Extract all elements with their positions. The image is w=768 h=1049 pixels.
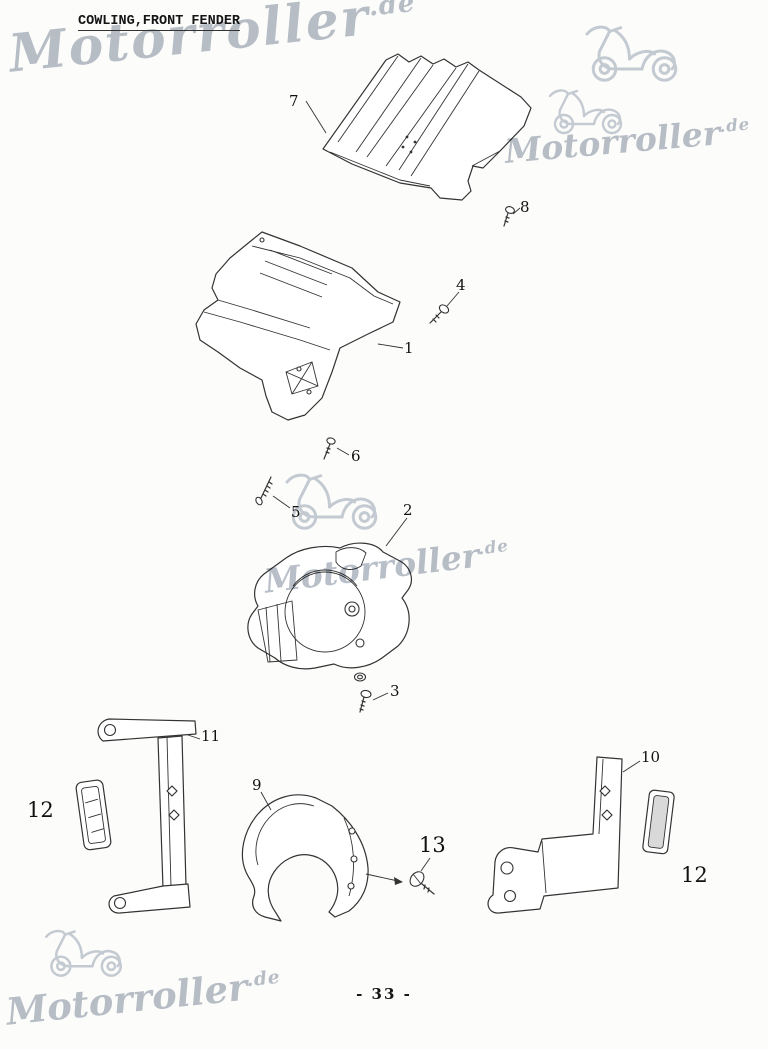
- part-11-drawing: [97, 718, 197, 914]
- scooter-logo-watermark: [44, 25, 678, 977]
- part-1-drawing: [195, 231, 401, 421]
- part-3-screw-drawing: [353, 672, 372, 713]
- part-5-screw-drawing: [255, 476, 273, 506]
- leader-lines: [187, 100, 641, 872]
- part-2-drawing: [247, 542, 412, 670]
- part-12-right-drawing: [642, 789, 675, 855]
- part-12-left-drawing: [75, 779, 112, 851]
- part-4-screw-drawing: [429, 304, 450, 324]
- part-9-drawing: [241, 794, 369, 922]
- part-10-drawing: [487, 756, 623, 914]
- part-8-screw-drawing: [503, 206, 515, 227]
- part-13-screw-drawing: [365, 871, 435, 895]
- part-7-drawing: [322, 53, 532, 201]
- part-6-screw-drawing: [323, 437, 336, 460]
